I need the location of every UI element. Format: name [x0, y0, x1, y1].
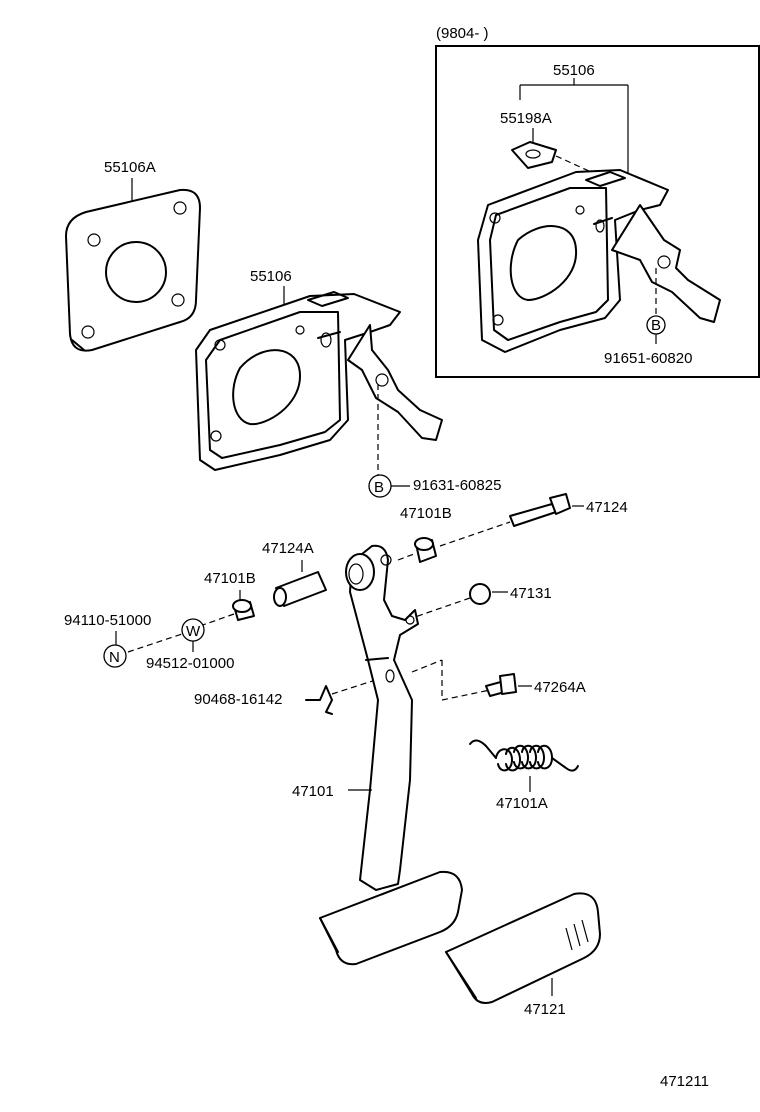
- label-55106: 55106: [250, 268, 292, 285]
- label-47264a: 47264A: [534, 679, 586, 696]
- bolt-47124-icon: [509, 493, 571, 527]
- pedal-pad-47121-icon: [445, 892, 601, 1004]
- pedal-arm-47101-icon: [345, 544, 419, 891]
- pad-55106a-icon: 55106A: [65, 159, 201, 352]
- label-47124a: 47124A: [262, 540, 314, 557]
- label-55106a: 55106A: [104, 159, 156, 176]
- label-91631: 91631-60825: [413, 477, 501, 494]
- bracket-55106-icon: 55106: [195, 268, 443, 475]
- inset-label-55198a: 55198A: [500, 110, 552, 127]
- bushing-47101b-right-icon: [414, 537, 437, 563]
- marker-w: W: [186, 623, 201, 640]
- label-47101a: 47101A: [496, 795, 548, 812]
- washer-marker-w: W: [181, 618, 205, 642]
- inset-bracket-55106-icon: [477, 169, 721, 353]
- label-47124: 47124: [586, 499, 628, 516]
- inset-label-91651: 91651-60820: [604, 350, 692, 367]
- label-47101b-right: 47101B: [400, 505, 452, 522]
- nut-marker-n: N: [103, 644, 127, 668]
- label-47101b-left: 47101B: [204, 570, 256, 587]
- inset-header: (9804- ): [436, 25, 489, 42]
- inset-label-55106: 55106: [553, 62, 595, 79]
- inset-panel: (9804- ) 55106 55198A: [435, 25, 760, 378]
- marker-n: N: [109, 649, 120, 666]
- pedal-foot-icon: [319, 870, 463, 966]
- bolt-47264a-icon: [485, 673, 517, 697]
- label-47101: 47101: [292, 783, 334, 800]
- bolt-marker-b: B: [368, 474, 392, 498]
- bushing-47101b-left-icon: [232, 599, 255, 621]
- inset-bolt-marker: B: [646, 315, 666, 335]
- label-94512: 94512-01000: [146, 655, 234, 672]
- spring-47101a-icon: [469, 739, 579, 772]
- label-90468: 90468-16142: [194, 691, 282, 708]
- inset-marker-b: B: [651, 317, 661, 334]
- label-47131: 47131: [510, 585, 552, 602]
- label-94110: 94110-51000: [64, 612, 151, 629]
- diagram-id: 471211: [660, 1073, 709, 1090]
- marker-b: B: [374, 479, 384, 496]
- clip-90468-icon: [305, 685, 333, 715]
- label-47121: 47121: [524, 1001, 566, 1018]
- pin-47124a-icon: [273, 571, 327, 607]
- ball-47131-icon: [469, 583, 491, 605]
